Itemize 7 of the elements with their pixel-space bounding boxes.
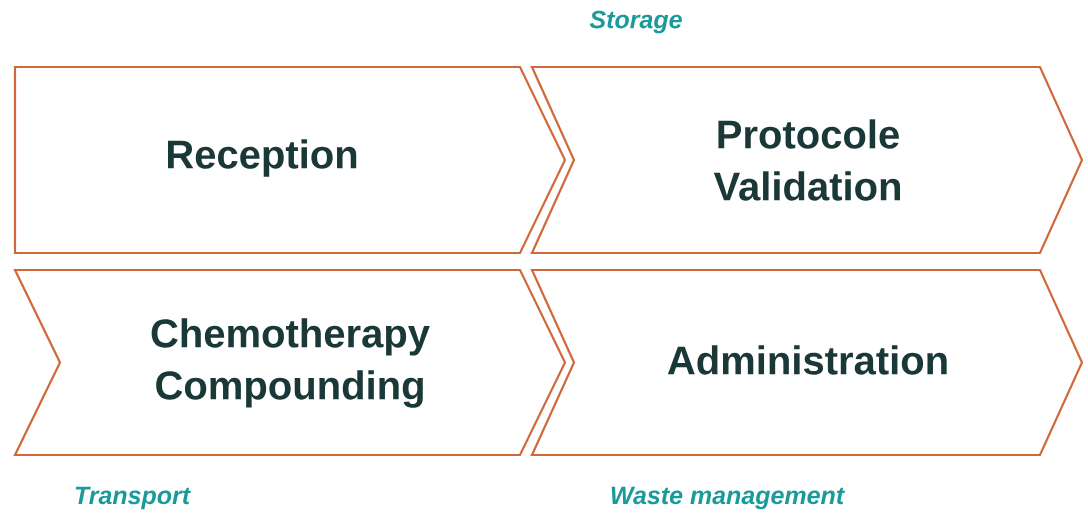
chevron-box: Protocole Validation: [530, 65, 1084, 255]
section-label: Waste management: [611, 486, 845, 510]
chevron-box: Reception: [13, 65, 567, 255]
chevron-box: Administration: [530, 268, 1084, 457]
section-label: Storage: [589, 10, 682, 34]
section-label: Transport: [75, 486, 191, 510]
chevron-box: Chemotherapy Compounding: [13, 268, 567, 457]
